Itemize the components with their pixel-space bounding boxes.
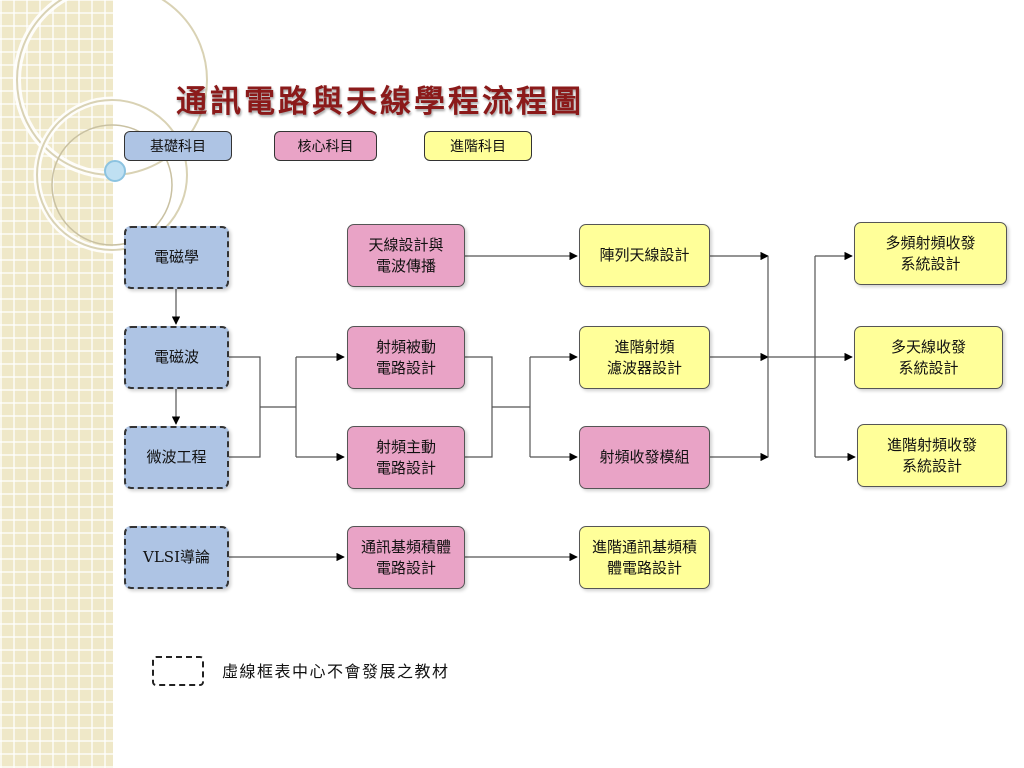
connector-core-bracket: [465, 356, 493, 458]
page-title: 通訊電路與天線學程流程圖: [176, 84, 584, 120]
node-electromagnetic-waves: 電磁波: [124, 326, 229, 389]
node-baseband-ic-design: 通訊基頻積體 電路設計: [347, 526, 465, 589]
node-microwave-engineering: 微波工程: [124, 426, 229, 489]
node-multiband-rf-transceiver: 多頻射頻收發 系統設計: [854, 222, 1007, 285]
dashed-box-note: 虛線框表中心不會發展之教材: [222, 662, 450, 681]
node-rf-passive-circuit: 射頻被動 電路設計: [347, 326, 465, 389]
connector-basic-bracket: [229, 356, 261, 458]
decorative-circles: [13, 0, 211, 254]
node-rf-transceiver-module: 射頻收發模組: [579, 426, 710, 489]
dashed-box-legend-icon: [152, 656, 204, 686]
decorative-dot: [104, 160, 126, 182]
node-antenna-design-propagation: 天線設計與 電波傳播: [347, 224, 465, 287]
node-advanced-baseband-ic: 進階通訊基頻積 體電路設計: [579, 526, 710, 589]
legend-advanced-courses: 進階科目: [424, 131, 532, 161]
node-multi-antenna-transceiver: 多天線收發 系統設計: [854, 326, 1003, 389]
legend-basic-courses: 基礎科目: [124, 131, 232, 161]
node-advanced-rf-transceiver: 進階射頻收發 系統設計: [857, 424, 1007, 487]
node-advanced-rf-filter: 進階射頻 濾波器設計: [579, 326, 710, 389]
node-electromagnetics: 電磁學: [124, 226, 229, 289]
node-array-antenna-design: 陣列天線設計: [579, 224, 710, 287]
legend-core-courses: 核心科目: [274, 131, 377, 161]
node-vlsi-intro: VLSI導論: [124, 526, 229, 589]
node-rf-active-circuit: 射頻主動 電路設計: [347, 426, 465, 489]
